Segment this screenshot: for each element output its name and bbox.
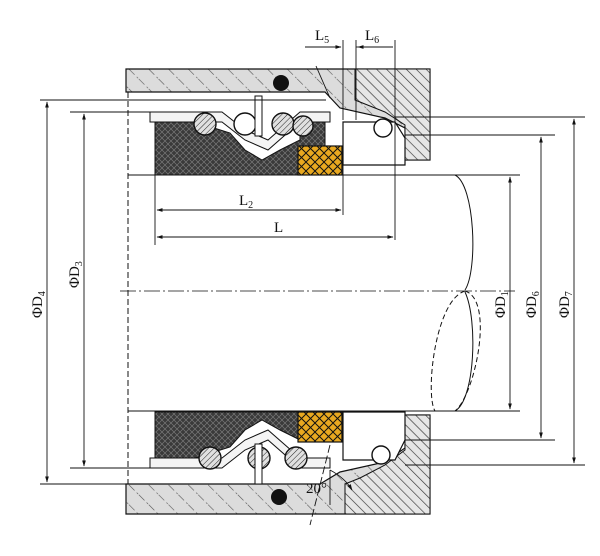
label-l6: L6 [365, 28, 379, 46]
stationary-seat-bottom [342, 411, 406, 465]
stationary-seat-top [342, 118, 406, 166]
label-d6: ΦD6 [524, 291, 542, 318]
housing-o-ring-top [273, 75, 289, 91]
rotary-seal-head-bottom [149, 411, 343, 485]
label-d1: ΦD1 [493, 291, 511, 318]
label-l: L [274, 220, 283, 236]
label-angle-20: 20° [306, 481, 327, 497]
label-d7: ΦD7 [557, 291, 575, 318]
angle-marker [309, 444, 353, 526]
housing-o-ring-bottom [271, 489, 287, 505]
label-d3: ΦD3 [67, 261, 85, 288]
label-d4: ΦD4 [30, 291, 48, 318]
shaft [120, 92, 515, 484]
rotary-seal-head-top [149, 95, 343, 176]
label-l2: L2 [239, 193, 253, 211]
extension-lines [40, 40, 585, 485]
label-l5: L5 [315, 28, 329, 46]
